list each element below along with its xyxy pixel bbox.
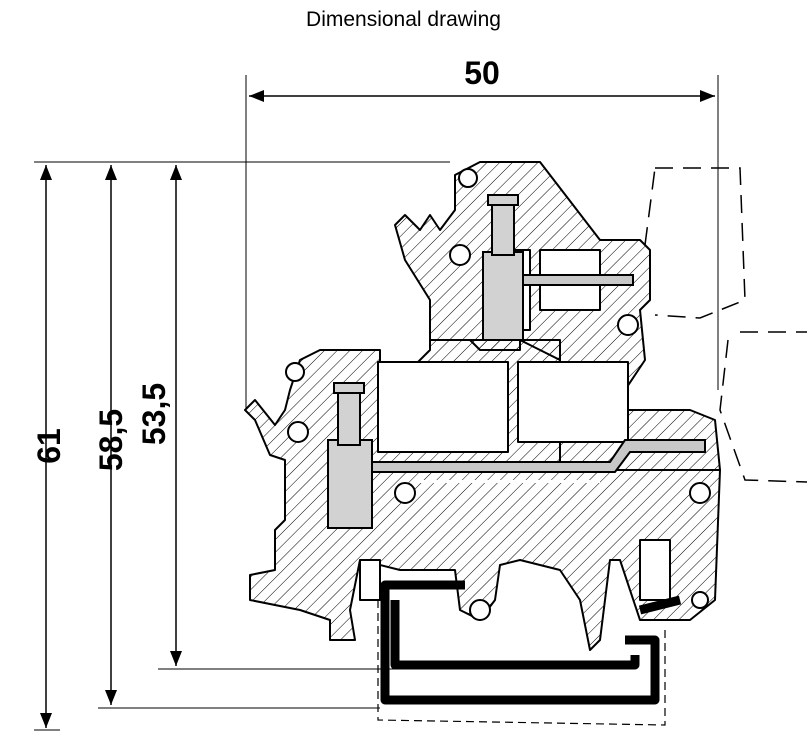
conductor-bars [371, 274, 706, 473]
dimension-height-58-label: 58,5 [93, 409, 129, 471]
drawing-title: Dimensional drawing [306, 8, 501, 31]
dimension-width: 50 [245, 55, 719, 410]
dimension-heights: 61 58,5 53,5 [31, 161, 450, 731]
terminal-block-body [244, 161, 721, 651]
dimension-width-label: 50 [464, 55, 500, 91]
mounting-holes [285, 168, 711, 621]
adjacent-block-outline [644, 167, 807, 483]
din-rail [377, 580, 682, 726]
dimension-height-61-label: 61 [31, 428, 67, 464]
dimension-height-53-label: 53,5 [136, 383, 172, 445]
clamp-terminals [327, 194, 524, 529]
